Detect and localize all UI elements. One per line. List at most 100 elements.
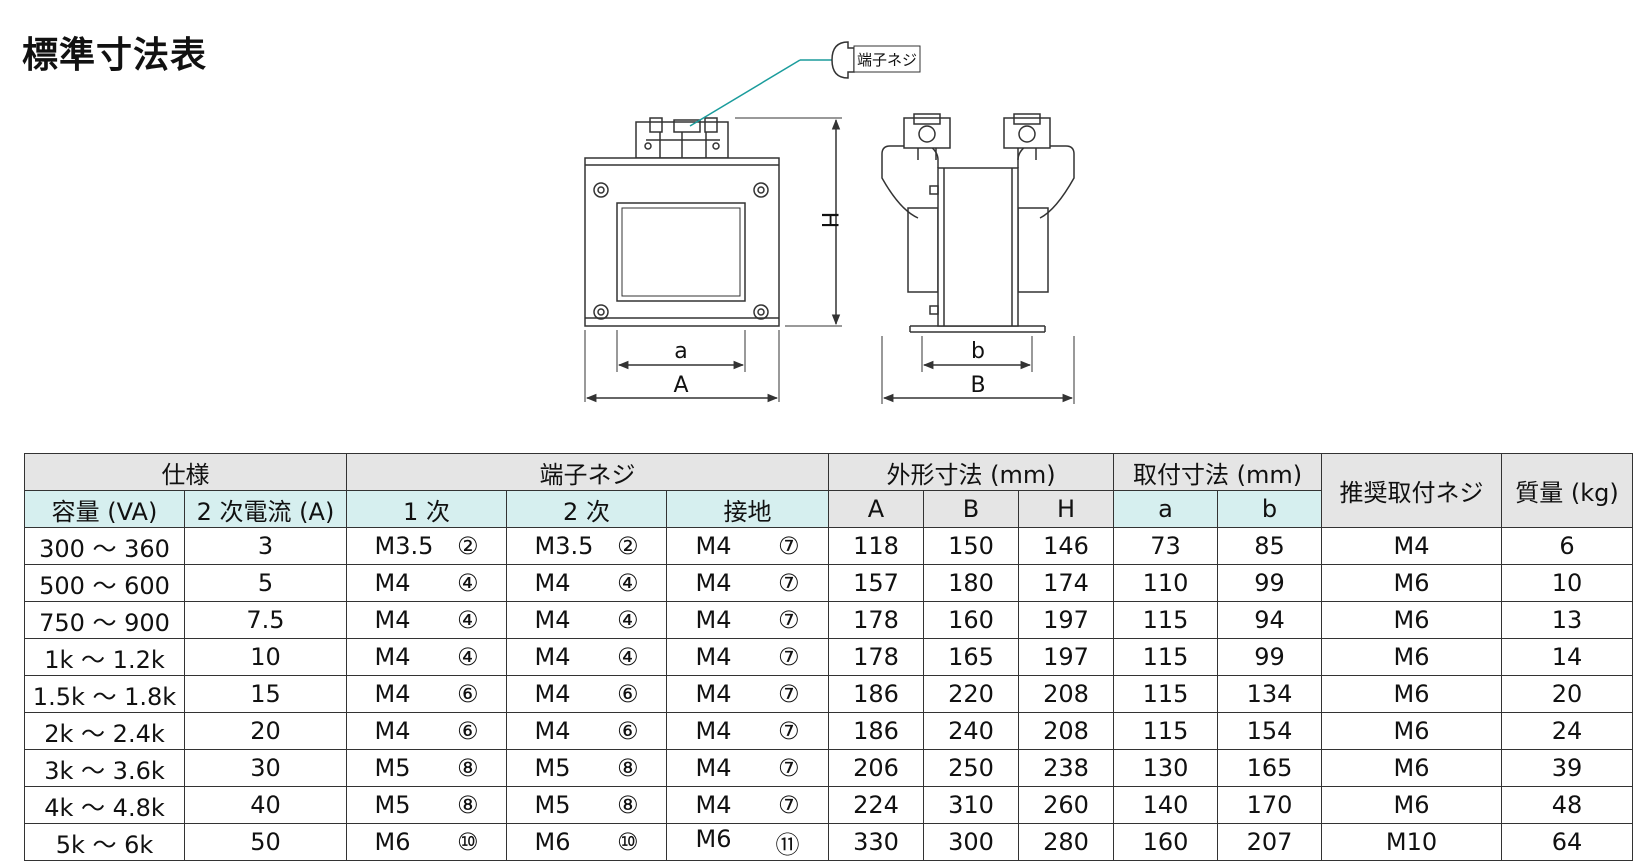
secondary-screw-number: ④ <box>616 569 639 597</box>
ground-screw-number: ⑦ <box>777 569 800 597</box>
cell-a: 115 <box>1113 712 1219 750</box>
cell-rec: M6 <box>1321 564 1503 602</box>
cell-B: 150 <box>923 527 1020 565</box>
cell-B: 220 <box>923 675 1020 713</box>
cell-A: 330 <box>828 823 925 861</box>
cell-b: 170 <box>1217 786 1323 824</box>
cell-current: 20 <box>184 712 347 750</box>
header-outer: 外形寸法 (mm) <box>828 453 1115 491</box>
primary-screw-number: ⑧ <box>456 754 479 782</box>
primary-screw-size: M4 <box>374 680 411 708</box>
cell-secondary-screw: M4 ⑥ <box>506 675 667 713</box>
cell-a: 115 <box>1113 675 1219 713</box>
header-primary: 1 次 <box>346 490 507 528</box>
cell-mass: 14 <box>1501 638 1634 676</box>
cell-B: 250 <box>923 749 1020 787</box>
secondary-screw-number: ⑥ <box>616 680 639 708</box>
bolt-icon <box>593 182 609 198</box>
cell-H: 208 <box>1018 675 1115 713</box>
cell-primary-screw: M4 ⑥ <box>346 712 507 750</box>
ground-screw-size: M4 <box>695 606 732 634</box>
secondary-screw-number: ⑥ <box>616 717 639 745</box>
ground-screw-size: M4 <box>695 569 732 597</box>
cell-mass: 20 <box>1501 675 1634 713</box>
cell-rec: M6 <box>1321 712 1503 750</box>
cell-b: 99 <box>1217 638 1323 676</box>
cell-A: 157 <box>828 564 925 602</box>
coil-right <box>1017 207 1049 293</box>
cell-H: 260 <box>1018 786 1115 824</box>
cell-capacity: 1.5k ～ 1.8k <box>24 675 185 713</box>
side-dimensions <box>882 360 1074 403</box>
cell-rec: M6 <box>1321 786 1503 824</box>
primary-screw-size: M4 <box>374 643 411 671</box>
cell-B: 160 <box>923 601 1020 639</box>
cell-H: 208 <box>1018 712 1115 750</box>
cell-mass: 39 <box>1501 749 1634 787</box>
cell-capacity: 1k ～ 1.2k <box>24 638 185 676</box>
cell-A: 186 <box>828 712 925 750</box>
cell-rec: M6 <box>1321 675 1503 713</box>
cell-B: 310 <box>923 786 1020 824</box>
secondary-screw-size: M4 <box>534 680 571 708</box>
secondary-screw-size: M4 <box>534 569 571 597</box>
cell-current: 7.5 <box>184 601 347 639</box>
cell-A: 224 <box>828 786 925 824</box>
cell-a: 115 <box>1113 601 1219 639</box>
header-terminal: 端子ネジ <box>345 453 830 491</box>
cell-H: 280 <box>1018 823 1115 861</box>
bolt-icon <box>753 304 769 320</box>
cell-rec: M6 <box>1321 638 1503 676</box>
primary-screw-size: M4 <box>374 606 411 634</box>
terminal-block <box>635 117 729 159</box>
cell-capacity: 4k ～ 4.8k <box>24 786 185 824</box>
side-terminal-right <box>1003 117 1051 149</box>
cell-current: 5 <box>184 564 347 602</box>
cell-capacity: 300 ～ 360 <box>24 527 185 565</box>
cell-current: 50 <box>184 823 347 861</box>
primary-screw-number: ⑧ <box>456 791 479 819</box>
cell-secondary-screw: M4 ⑥ <box>506 712 667 750</box>
cell-b: 134 <box>1217 675 1323 713</box>
cell-a: 160 <box>1113 823 1219 861</box>
header-a: a <box>1113 490 1219 528</box>
header-current: 2 次電流 (A) <box>184 490 347 528</box>
ground-screw-number: ⑦ <box>777 754 800 782</box>
page-title: 標準寸法表 <box>22 35 208 76</box>
cell-primary-screw: M5 ⑧ <box>346 786 507 824</box>
bolt-icon <box>753 182 769 198</box>
cell-ground-screw: M4 ⑦ <box>665 564 830 602</box>
primary-screw-size: M4 <box>374 717 411 745</box>
cell-A: 178 <box>828 638 925 676</box>
cell-A: 178 <box>828 601 925 639</box>
cell-a: 140 <box>1113 786 1219 824</box>
side-view <box>881 113 1075 404</box>
primary-screw-number: ④ <box>456 643 479 671</box>
group-header-row: 仕様 端子ネジ 外形寸法 (mm) 取付寸法 (mm) 推奨取付ネジ 質量 (k… <box>24 453 1634 528</box>
primary-screw-number: ⑥ <box>456 717 479 745</box>
cell-current: 40 <box>184 786 347 824</box>
primary-screw-number: ② <box>456 532 479 560</box>
cell-H: 174 <box>1018 564 1115 602</box>
ground-screw-number: ⑪ <box>775 830 800 859</box>
dim-label-B: B <box>970 373 985 398</box>
secondary-screw-size: M4 <box>534 717 571 745</box>
cell-a: 115 <box>1113 638 1219 676</box>
cell-A: 186 <box>828 675 925 713</box>
header-secondary: 2 次 <box>506 490 667 528</box>
primary-screw-size: M5 <box>374 791 411 819</box>
